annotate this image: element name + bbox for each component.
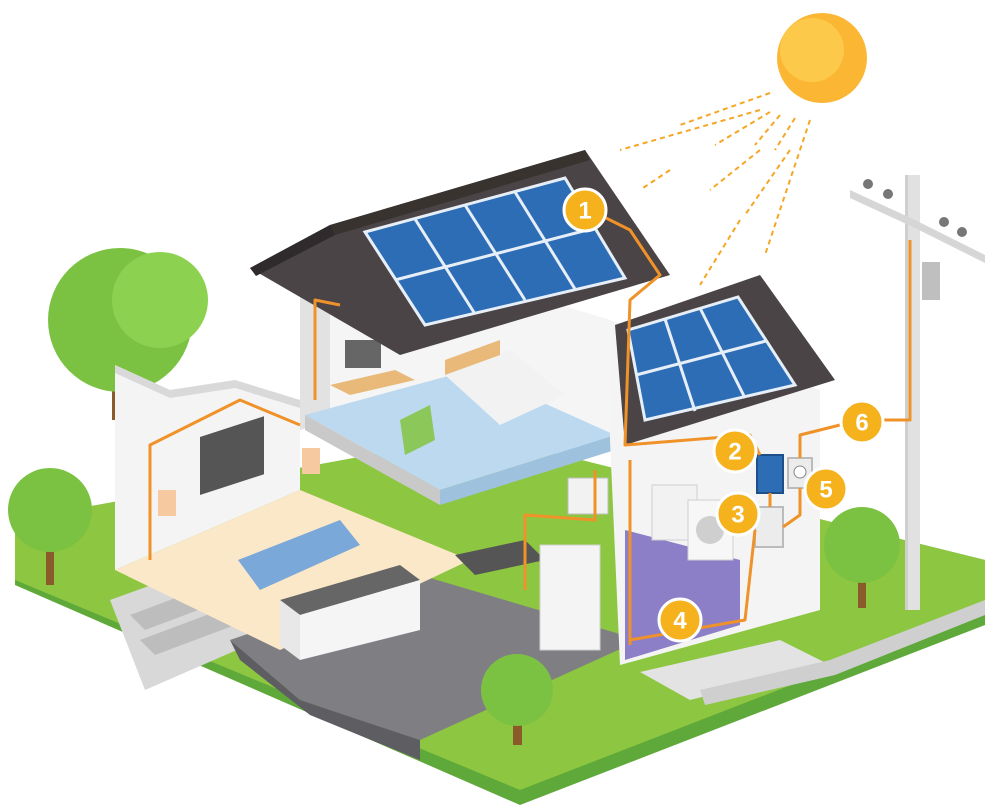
solar-panel-icon — [626, 295, 798, 422]
solar-panel-icon — [362, 176, 628, 327]
svg-text:6: 6 — [855, 410, 868, 437]
svg-text:4: 4 — [673, 608, 687, 635]
kitchen — [280, 477, 609, 660]
svg-text:2: 2 — [728, 439, 741, 466]
svg-text:1: 1 — [578, 198, 591, 225]
inverter-icon — [756, 454, 784, 494]
tree-icon — [48, 248, 208, 420]
badge-4: 4 — [657, 597, 703, 643]
sun-rays — [619, 92, 811, 286]
svg-text:5: 5 — [819, 477, 832, 504]
badge-2: 2 — [712, 428, 758, 474]
wiring — [148, 213, 912, 645]
badge-3: 3 — [715, 491, 761, 537]
tree-icon — [481, 654, 553, 745]
sun-icon — [777, 13, 867, 103]
tree-icon — [824, 507, 900, 608]
badge-1: 1 — [562, 187, 608, 233]
svg-text:3: 3 — [731, 502, 744, 529]
badge-5: 5 — [803, 466, 849, 512]
badge-6: 6 — [839, 399, 885, 445]
living-room — [115, 365, 470, 650]
tree-icon — [8, 468, 92, 585]
